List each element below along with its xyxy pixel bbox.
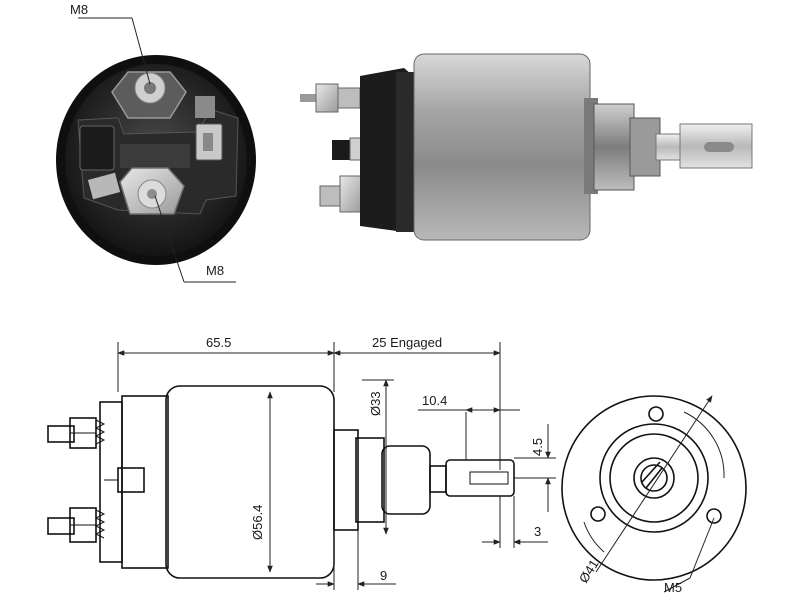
callout-bottom-label: M8	[206, 263, 224, 278]
neck-body	[355, 437, 385, 523]
neck-sleeve	[381, 445, 431, 515]
dim-slot-offset-label: 3	[534, 524, 541, 539]
plunger-shaft-drawing	[429, 465, 447, 493]
end-view-mount-hole-left	[590, 506, 606, 522]
end-view-bolt-circle-arc-top	[683, 411, 725, 479]
neck-flange	[333, 429, 359, 531]
dim-slot-width-label: 4.5	[530, 438, 545, 456]
dim-neck-length-label: 9	[380, 568, 387, 583]
dim-neck-diameter-label: Ø33	[368, 391, 383, 416]
top-stud-washer-side	[337, 87, 361, 109]
dim-bolt-circle-line	[595, 395, 713, 573]
dim-body-diameter-label: Ø56.4	[250, 505, 265, 540]
top-stud-nut-side	[315, 83, 339, 113]
bottom-stud-center	[147, 189, 157, 199]
drawing-end-view: Ø41 M5	[561, 395, 747, 595]
drawing-side-view: 65.5 25 Engaged Ø56.4 Ø33 9	[47, 335, 556, 590]
small-bracket	[195, 96, 215, 118]
end-view-bolt-circle-arc-left	[583, 521, 605, 553]
top-terminal-thread	[94, 419, 106, 445]
photo-end-view: M8 M8	[56, 2, 256, 283]
bottom-terminal-stud	[47, 517, 75, 535]
callout-top-line	[131, 17, 151, 85]
end-view-mount-hole-top	[648, 406, 664, 422]
end-view-neck-inner	[609, 433, 699, 523]
plunger-fork-slot-drawing	[469, 471, 509, 485]
terminal-housing-left	[79, 125, 115, 171]
top-stud-center	[144, 82, 156, 94]
top-terminal-stud	[47, 425, 75, 443]
plunger-fork-drawing	[445, 459, 515, 497]
photo-side-view	[300, 53, 753, 241]
end-view-neck-outer	[599, 423, 709, 533]
dim-thread-leader	[689, 517, 715, 579]
dim-body-length-label: 65.5	[206, 335, 231, 350]
solenoid-can	[413, 53, 591, 241]
dim-thread-leader-tail	[663, 577, 691, 593]
callout-bottom-line	[154, 195, 185, 283]
terminal-block-collar	[396, 72, 418, 232]
end-view-mount-hole-right	[706, 508, 722, 524]
dim-plunger-length-label: 10.4	[422, 393, 447, 408]
end-view-outer-circle	[561, 395, 747, 581]
end-view-plunger-outer	[633, 457, 675, 499]
plunger-fork-slot	[704, 142, 734, 152]
neck-collar	[629, 117, 661, 177]
solenoid-body	[165, 385, 335, 579]
neck-housing	[593, 103, 635, 191]
bottom-stud-nut-side	[319, 185, 343, 207]
bottom-washer-tab	[87, 172, 121, 200]
dim-thread-label: M5	[664, 580, 682, 595]
terminal-bridge	[120, 144, 190, 168]
dim-stroke-label: 25 Engaged	[372, 335, 442, 350]
callout-top-label: M8	[70, 2, 88, 17]
top-stud-thread	[300, 94, 322, 102]
spade-terminal-slot	[203, 133, 213, 151]
end-view-plunger-slot-1	[645, 467, 663, 489]
plunger-shaft	[655, 133, 685, 161]
bottom-stud-washer-side	[339, 175, 363, 213]
end-view-plunger-slot-2	[641, 461, 661, 483]
end-view-plunger-inner	[640, 464, 668, 492]
terminal-cap-body	[121, 395, 169, 569]
